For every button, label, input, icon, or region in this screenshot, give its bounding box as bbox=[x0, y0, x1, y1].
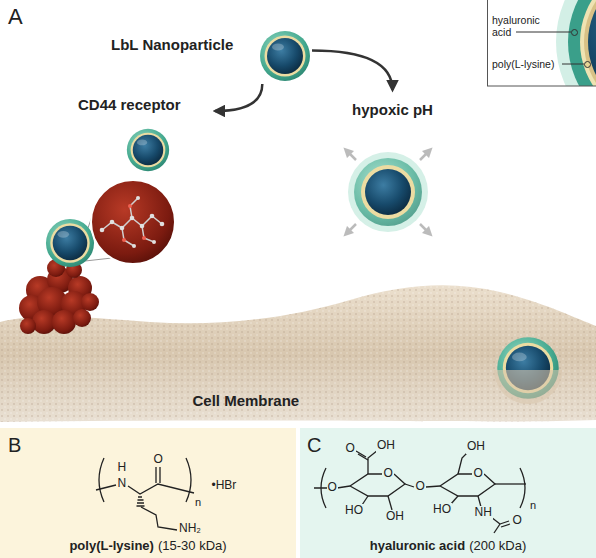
atom-label: O bbox=[345, 442, 356, 456]
swelling-arrows-part bbox=[347, 151, 356, 160]
cd44-receptor-part bbox=[52, 310, 76, 334]
layer-inset-part-part bbox=[588, 0, 596, 86]
lbl-nanoparticle bbox=[260, 31, 310, 81]
layer-inset-part bbox=[556, 0, 596, 86]
swelling-nanoparticle bbox=[348, 152, 428, 232]
zoom-inset-part bbox=[128, 204, 132, 208]
zoom-inset-part bbox=[140, 224, 145, 229]
text-holder: hyaluronic acid(200 kDa) bbox=[300, 538, 596, 554]
bound-nanoparticle bbox=[46, 219, 94, 267]
atom-label: O bbox=[383, 467, 394, 481]
atom-label: N bbox=[117, 477, 128, 491]
internalized-nanoparticle bbox=[494, 337, 562, 404]
node-title: LbL Nanoparticle bbox=[111, 36, 233, 54]
panel-letter: B bbox=[8, 434, 21, 457]
atom-label: O bbox=[327, 481, 338, 495]
zoom-inset-part bbox=[136, 196, 140, 200]
cell-membrane bbox=[0, 285, 596, 422]
legend-swatch bbox=[584, 61, 591, 68]
internalized-nanoparticle-part bbox=[494, 370, 562, 404]
swelling-nanoparticle-part bbox=[354, 158, 422, 226]
atom-label: O bbox=[473, 467, 484, 481]
atom-label: H bbox=[117, 461, 128, 475]
zoom-inset-part bbox=[132, 244, 136, 248]
swelling-nanoparticle-part bbox=[365, 169, 411, 215]
approaching-nanoparticle bbox=[127, 129, 169, 171]
zoom-inset-part bbox=[102, 216, 162, 230]
legend-text: poly(L-lysine) bbox=[492, 58, 572, 70]
node-subtitle: (15-30 kDa) bbox=[158, 538, 227, 554]
zoom-inset-part bbox=[91, 180, 175, 264]
node-title: hyaluronic acid bbox=[370, 538, 465, 554]
hypoxia-label-box: hypoxic pH bbox=[340, 90, 445, 230]
flow-arrow bbox=[312, 50, 393, 90]
zoom-inset-part bbox=[142, 236, 146, 240]
cd44-receptor-part bbox=[20, 318, 36, 334]
node-title: CD44 receptor bbox=[78, 96, 181, 114]
atom-label: HO bbox=[432, 503, 452, 517]
swelling-nanoparticle-part bbox=[361, 165, 415, 219]
panel-letter: C bbox=[307, 434, 321, 457]
swelling-arrows-part bbox=[347, 224, 356, 233]
swelling-nanoparticle-part bbox=[348, 152, 428, 232]
atom-label: NH bbox=[474, 506, 493, 520]
swelling-arrows-part bbox=[420, 151, 429, 160]
layer-inset-part bbox=[516, 32, 571, 33]
atom-label: OH bbox=[376, 439, 396, 453]
atom-label: O bbox=[415, 480, 426, 494]
membrane-label: Cell Membrane bbox=[193, 392, 300, 409]
text-holder: hypoxic pH bbox=[340, 101, 445, 119]
atom-label: O bbox=[153, 453, 164, 467]
layer-inset-part bbox=[488, 0, 596, 86]
zoom-inset-part bbox=[122, 228, 134, 246]
atom-label: HO bbox=[344, 504, 364, 518]
cd44-receptor bbox=[19, 259, 99, 334]
layer-inset-part bbox=[562, 64, 584, 65]
legend-text: hyaluronic acid bbox=[492, 14, 548, 38]
text-holder: poly(L-lysine)(15-30 kDa) bbox=[0, 538, 296, 554]
zoom-inset-part bbox=[130, 198, 138, 218]
membrane-body bbox=[0, 285, 596, 422]
zoom-inset-part bbox=[100, 228, 105, 233]
zoom-inset-part bbox=[122, 238, 126, 242]
structure-panel: poly(L-lysine)(15-30 kDa) bbox=[0, 428, 296, 558]
node-title: hypoxic pH bbox=[352, 101, 433, 119]
cd44-receptor-part bbox=[73, 309, 91, 327]
zoom-inset bbox=[91, 180, 175, 264]
atom-label: O bbox=[512, 514, 523, 528]
layer-inset bbox=[487, 0, 596, 146]
cd44-receptor-part bbox=[81, 293, 99, 311]
atom-label: OH bbox=[466, 440, 486, 454]
node-subtitle: (200 kDa) bbox=[469, 538, 526, 554]
zoom-inset-part bbox=[130, 216, 135, 221]
atom-label: NH₂ bbox=[178, 522, 202, 536]
zoom-inset-part bbox=[142, 226, 154, 242]
zoom-inset-part bbox=[120, 226, 125, 231]
swelling-arrows-part bbox=[420, 224, 429, 233]
text-holder: CD44 receptor bbox=[78, 96, 181, 114]
flow-arrow bbox=[215, 84, 262, 111]
membrane-texture bbox=[0, 285, 596, 422]
layer-inset-part-part bbox=[580, 0, 596, 86]
nanoparticle-label-box: LbL Nanoparticle bbox=[105, 28, 312, 84]
receptor-label-box: CD44 receptor bbox=[70, 88, 215, 180]
repeat-index: n bbox=[194, 496, 202, 509]
zoom-inset-part bbox=[150, 214, 155, 219]
layer-inset-part-part bbox=[556, 0, 596, 86]
panel-letter: A bbox=[8, 4, 23, 29]
layer-inset-part-part bbox=[584, 0, 596, 86]
repeat-index: n bbox=[529, 499, 537, 512]
atom-label: OH bbox=[385, 510, 405, 524]
layer-inset-part-part bbox=[568, 0, 596, 86]
counter-ion: •HBr bbox=[211, 479, 238, 493]
zoom-inset-part bbox=[152, 240, 156, 244]
zoom-inset-part bbox=[110, 220, 115, 225]
node-title: poly(L-lysine) bbox=[69, 538, 154, 554]
zoom-inset-part bbox=[160, 222, 165, 227]
text-holder: LbL Nanoparticle bbox=[111, 36, 233, 54]
legend-swatch bbox=[571, 29, 578, 36]
swelling-arrows bbox=[347, 151, 429, 233]
